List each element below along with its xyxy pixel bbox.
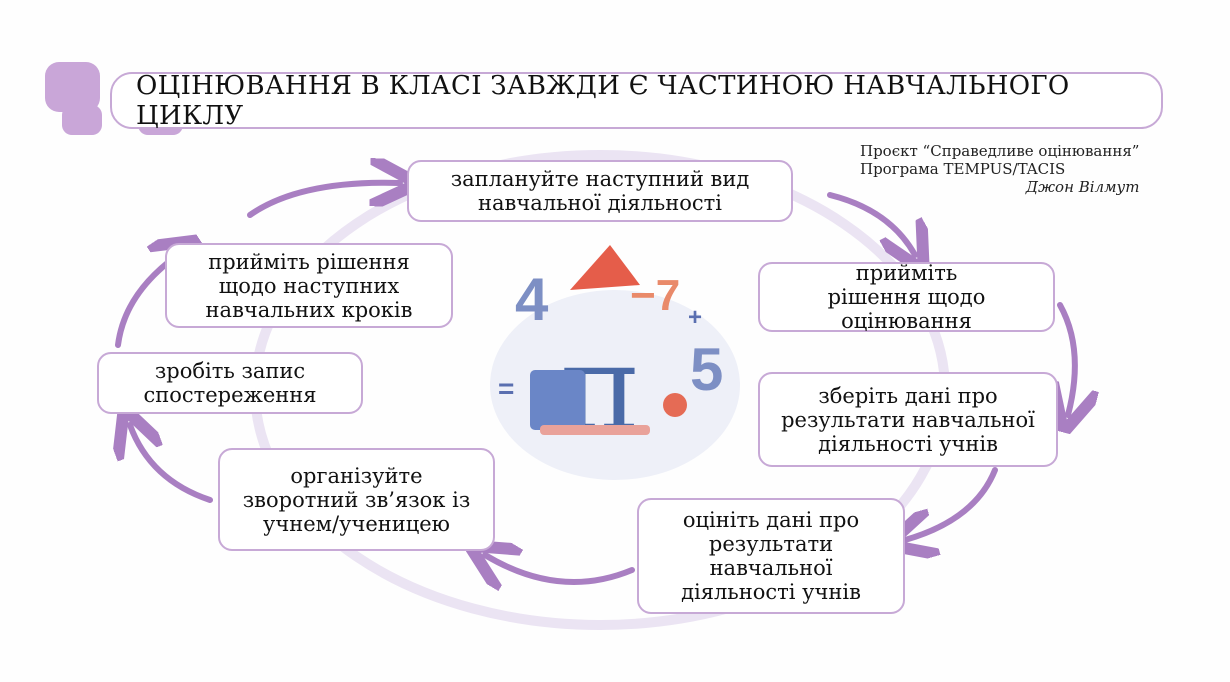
math-illustration: 4 −7 5 + = π xyxy=(490,245,740,480)
svg-text:=: = xyxy=(498,373,514,404)
step-evaluate-data: оцініть дані про результати навчальної д… xyxy=(637,498,905,614)
step-next-steps: прийміть рішення щодо наступних навчальн… xyxy=(165,243,453,328)
arrow-4 xyxy=(485,555,635,582)
arrow-3 xyxy=(905,467,998,540)
step-feedback: організуйте зворотний зв’язок із учнем/у… xyxy=(218,448,495,551)
step-decide-assessment: прийміть рішення щодо оцінювання xyxy=(758,261,1055,333)
step-collect-data: зберіть дані про результати навчальної д… xyxy=(758,372,1058,467)
credit-block: Проєкт “Справедливе оцінювання” Програма… xyxy=(860,142,1139,196)
arrow-2 xyxy=(1060,302,1075,415)
step-plan-activity: заплануйте наступний вид навчальної діял… xyxy=(407,160,793,222)
arrow-5 xyxy=(130,425,213,503)
arrow-1 xyxy=(827,192,915,255)
svg-text:+: + xyxy=(688,304,702,331)
step-record-observation: зробіть запис спостереження xyxy=(97,352,363,414)
credit-program: Програма TEMPUS/TACIS xyxy=(860,160,1066,178)
arrow-7 xyxy=(247,183,400,218)
credit-project: Проєкт “Справедливе оцінювання” xyxy=(860,142,1140,160)
svg-text:4: 4 xyxy=(515,266,549,333)
svg-text:5: 5 xyxy=(690,336,723,403)
page-title: ОЦІНЮВАННЯ В КЛАСІ ЗАВЖДИ Є ЧАСТИНОЮ НАВ… xyxy=(110,71,1163,131)
credit-author: Джон Вілмут xyxy=(1025,178,1140,196)
svg-text:−7: −7 xyxy=(630,271,680,320)
